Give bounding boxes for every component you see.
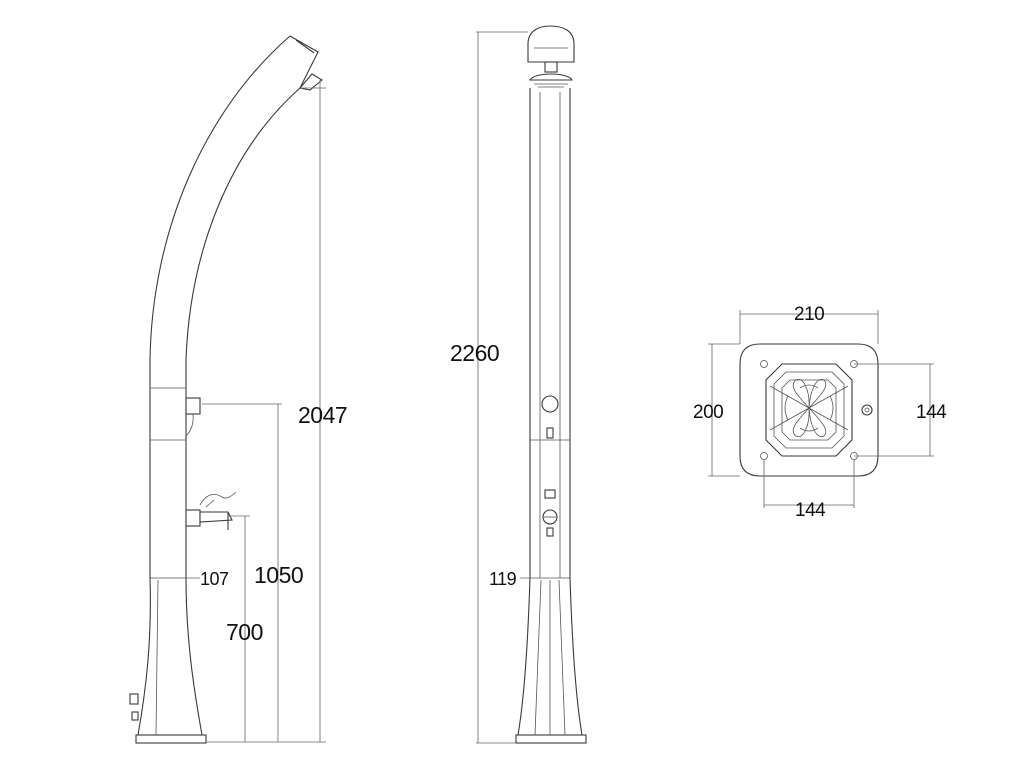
- dim-front-base-width: 119: [489, 569, 517, 589]
- dim-side-upper-tap-height: 1050: [254, 562, 303, 588]
- dim-side-total-height: 2047: [298, 402, 347, 428]
- base-plate-view: [708, 310, 934, 508]
- dim-bolt-spacing-x: 144: [795, 500, 826, 521]
- dim-plate-depth: 200: [693, 402, 723, 423]
- dim-plate-width: 210: [794, 304, 824, 325]
- dim-bolt-spacing-y: 144: [916, 402, 947, 423]
- front-view: [476, 25, 587, 744]
- dim-side-base-width: 107: [200, 569, 229, 589]
- dim-side-lower-tap-height: 700: [226, 619, 263, 645]
- dim-front-total-height: 2260: [450, 340, 499, 366]
- side-view: [129, 35, 326, 744]
